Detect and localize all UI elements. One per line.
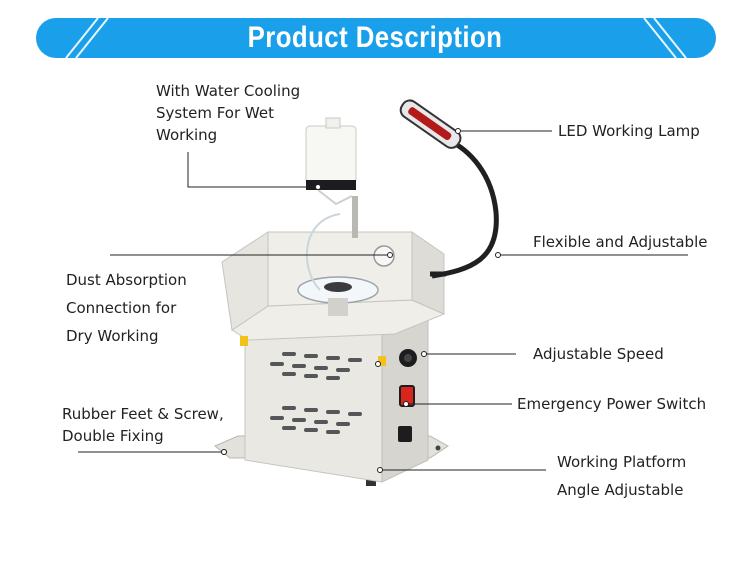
led-lamp-head <box>399 99 462 149</box>
banner-stripes-left <box>65 18 109 58</box>
label-water-cooling-line3: Working <box>156 126 218 144</box>
label-water-cooling-line2: System For Wet <box>156 104 274 122</box>
water-bottle <box>305 125 357 185</box>
label-dust-line1: Dust Absorption <box>66 271 187 289</box>
rubber-foot <box>366 478 376 486</box>
water-tube <box>306 213 341 291</box>
callout-lines <box>78 130 688 471</box>
label-platform-line2: Angle Adjustable <box>557 481 684 499</box>
cabinet-front <box>244 325 383 483</box>
label-flexible: Flexible and Adjustable <box>533 233 708 251</box>
dust-port <box>373 245 395 267</box>
label-speed: Adjustable Speed <box>533 345 664 363</box>
label-rubber-line2: Double Fixing <box>62 427 164 445</box>
yellow-knob-right <box>378 356 386 366</box>
label-water-cooling-line1: With Water Cooling <box>156 82 301 100</box>
yellow-knob-left <box>240 336 248 346</box>
label-platform: Working Platform Angle Adjustable <box>557 448 686 504</box>
label-platform-line1: Working Platform <box>557 453 687 471</box>
banner-stripes-right <box>643 18 687 58</box>
label-dust-line2: Connection for <box>66 299 177 317</box>
label-led-lamp: LED Working Lamp <box>558 122 700 140</box>
power-socket <box>398 426 412 442</box>
banner-title: Product Description <box>247 21 503 54</box>
label-dust-line3: Dry Working <box>66 327 159 345</box>
label-rubber-line1: Rubber Feet & Screw, <box>62 405 224 423</box>
label-emergency: Emergency Power Switch <box>517 395 707 413</box>
banner-pill <box>36 18 716 58</box>
callout-dots <box>221 128 501 473</box>
label-rubber-feet: Rubber Feet & Screw, Double Fixing <box>62 403 224 447</box>
label-water-cooling: With Water Cooling System For Wet Workin… <box>156 80 300 146</box>
title-banner <box>36 18 716 58</box>
gooseneck-arm <box>431 137 499 279</box>
bottle-band <box>306 180 356 190</box>
splash-right <box>411 231 445 315</box>
vent-slots <box>270 352 362 434</box>
label-dust-absorption: Dust Absorption Connection for Dry Worki… <box>66 266 187 350</box>
